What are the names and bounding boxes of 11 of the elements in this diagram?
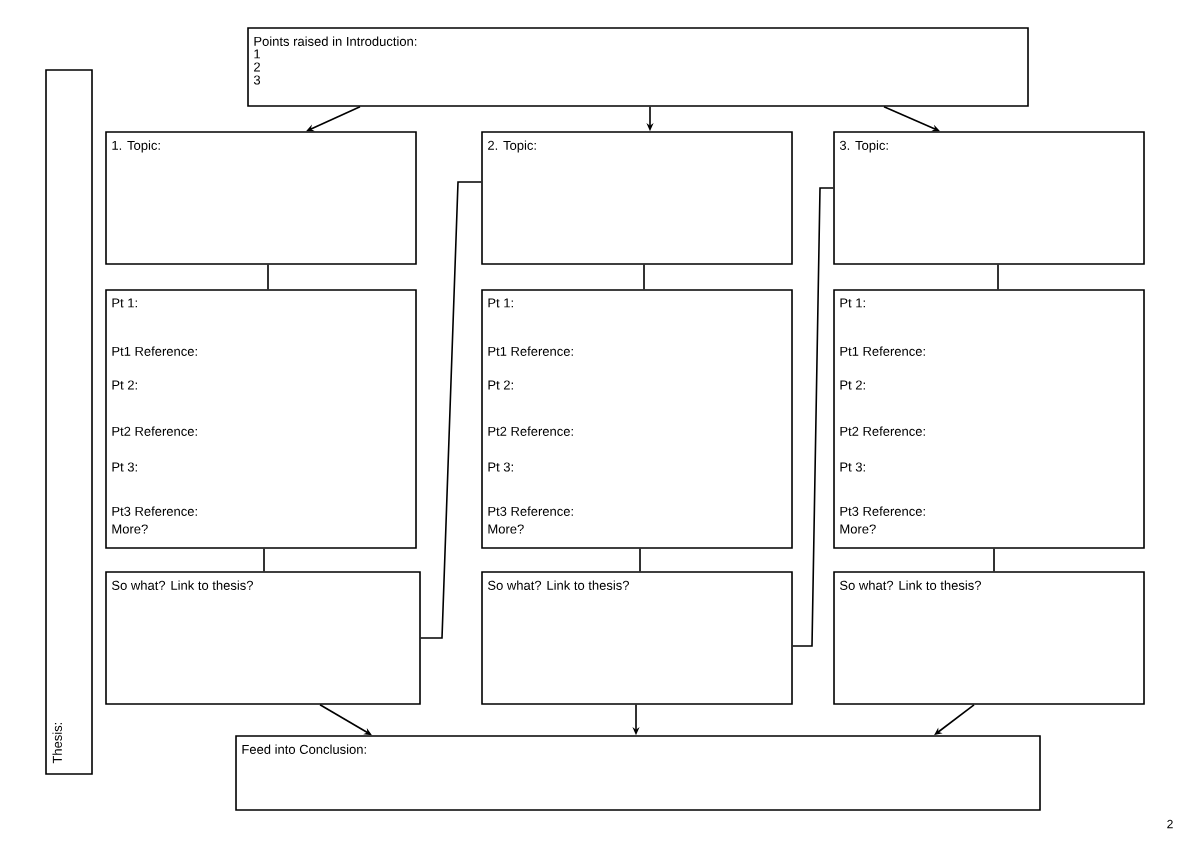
arrow [319, 704, 372, 736]
arrow [306, 106, 361, 132]
connector-line [997, 264, 999, 290]
connector-line [643, 264, 645, 290]
connector-line [993, 548, 995, 572]
connector-line [639, 548, 641, 572]
connector-line [263, 548, 265, 572]
connector-line [267, 264, 269, 290]
connector-line [420, 181, 482, 639]
arrow [883, 106, 940, 132]
connector-line [792, 187, 834, 647]
